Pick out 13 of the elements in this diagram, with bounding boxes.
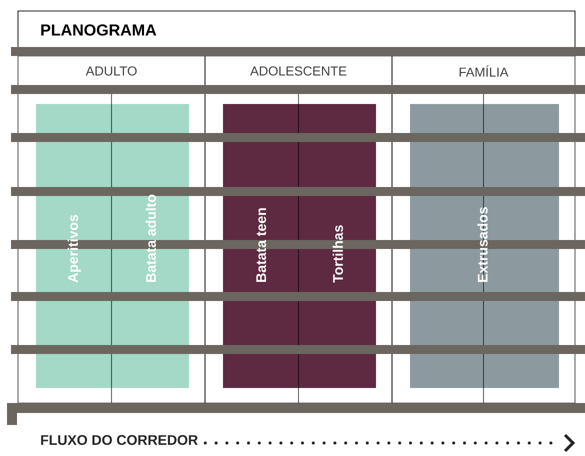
product-label: Tortilhas bbox=[332, 225, 343, 283]
section-label: ADULTO bbox=[86, 66, 137, 76]
section-label: ADOLESCENTE bbox=[250, 66, 346, 76]
section-column bbox=[392, 56, 576, 404]
flow-label: FLUXO DO CORREDOR bbox=[41, 435, 198, 445]
product-label: Extrusados bbox=[477, 207, 488, 282]
title: PLANOGRAMA bbox=[41, 24, 156, 36]
product-label: Aperitivos bbox=[68, 214, 81, 282]
product-label: Batata teen bbox=[256, 208, 266, 282]
section-column bbox=[18, 56, 206, 404]
section-label: FAMÍLIA bbox=[460, 65, 508, 77]
section-column bbox=[204, 56, 392, 404]
product-label: Batata adulto bbox=[146, 194, 156, 282]
